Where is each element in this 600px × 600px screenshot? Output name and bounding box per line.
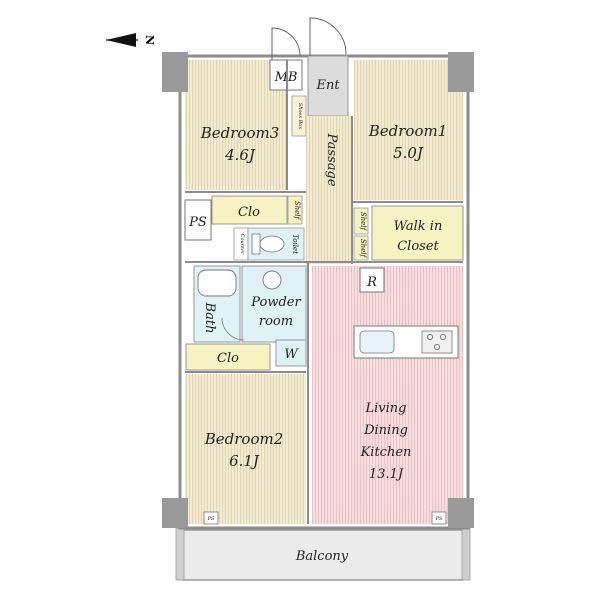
- ps-corner-left: [203, 511, 219, 525]
- bedroom2-size: 6.1J: [229, 452, 260, 470]
- closet-top-label: Clo: [238, 205, 260, 220]
- counter-label: Counter: [239, 234, 245, 255]
- balcony-label: Balcony: [295, 549, 349, 564]
- powder-room-line1: Powder: [250, 295, 301, 310]
- room-bedroom2: [185, 374, 306, 524]
- ldk-line3: Kitchen: [360, 445, 412, 460]
- meter-box-label: MB: [274, 70, 298, 85]
- entrance-label: Ent: [315, 78, 340, 93]
- shelf-left-label: Shelf: [293, 201, 301, 221]
- walk-in-closet-line1: Walk in: [394, 219, 443, 234]
- walk-in-closet-line2: Closet: [397, 239, 439, 254]
- compass-label: N: [143, 35, 156, 45]
- shelf-left: [287, 195, 303, 225]
- toilet-bowl-icon: [259, 235, 285, 253]
- washer-space: [275, 339, 307, 367]
- washbasin-icon: [262, 270, 282, 290]
- refrigerator: [359, 267, 385, 293]
- passage-label: Passage: [324, 132, 339, 186]
- ldk-line1: Living: [365, 401, 407, 416]
- washer-label: W: [284, 347, 299, 362]
- bedroom1-name: Bedroom1: [368, 122, 448, 140]
- ps-corner-right: [431, 511, 447, 525]
- shelf-right-1-label: Shelf: [359, 212, 367, 232]
- ldk-size: 13.1J: [369, 467, 404, 482]
- pipe-space-label: PS: [188, 215, 207, 230]
- passage: [306, 116, 352, 264]
- toilet-label: Toilet: [291, 234, 299, 254]
- toilet-tank-icon: [251, 233, 261, 255]
- room-ldk: [312, 266, 463, 524]
- walk-in-closet: [371, 205, 464, 261]
- bathtub-icon: [197, 269, 237, 297]
- bath-label: Bath: [202, 302, 217, 334]
- bedroom3-name: Bedroom3: [200, 124, 280, 142]
- closet-top: [211, 195, 288, 225]
- closet-bottom-label: Clo: [217, 351, 239, 366]
- entrance: [307, 55, 349, 117]
- shelf-right-2: [353, 235, 369, 261]
- interior-walls: [185, 60, 463, 524]
- shoe-box-label: Shoes Box: [297, 103, 303, 129]
- columns: [162, 52, 474, 528]
- refrigerator-label: R: [366, 275, 377, 290]
- bedroom3-size: 4.6J: [224, 146, 256, 164]
- stove-icon: [421, 330, 453, 354]
- ldk-line2: Dining: [363, 423, 408, 438]
- pipe-space: [184, 199, 212, 241]
- ps-corner-left-label: PS: [207, 516, 215, 522]
- sink-icon: [359, 330, 395, 354]
- ps-corner-right-label: PS: [435, 516, 443, 522]
- shelf-right-2-label: Shelf: [359, 239, 367, 259]
- closet-bottom: [185, 343, 271, 371]
- compass: N: [106, 33, 156, 47]
- bedroom2-name: Bedroom2: [204, 430, 284, 448]
- room-bedroom1: [354, 60, 463, 200]
- shelf-right-1: [353, 207, 369, 235]
- bedroom1-size: 5.0J: [393, 144, 424, 162]
- powder-room-line2: room: [259, 314, 293, 329]
